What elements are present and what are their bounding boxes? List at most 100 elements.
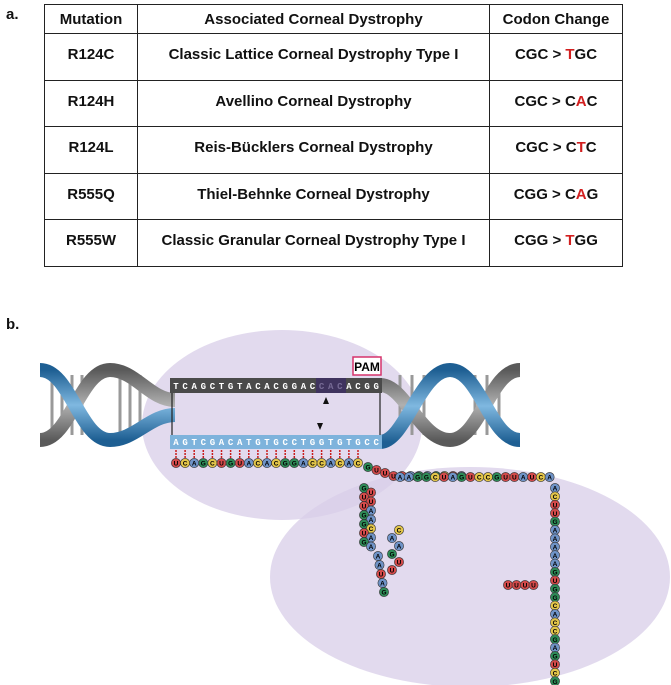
rna-nucleotide: C <box>550 625 560 636</box>
top-strand-base: C <box>310 382 316 392</box>
rna-nucleotide: C <box>550 667 560 678</box>
rna-nucleotide: U <box>366 496 376 507</box>
dystrophy-cell: Reis-Bücklers Corneal Dystrophy <box>137 126 490 174</box>
rna-nucleotide: A <box>366 541 376 552</box>
bottom-strand-base: G <box>319 438 324 448</box>
svg-text:G: G <box>424 475 429 482</box>
bottom-strand-base: T <box>246 438 252 448</box>
rna-nucleotide: G <box>225 458 236 468</box>
svg-text:U: U <box>523 583 528 590</box>
bottom-strand-base: G <box>273 438 278 448</box>
svg-text:C: C <box>356 461 361 468</box>
mutated-base: T <box>576 139 586 157</box>
codon-to: CAG <box>565 186 598 203</box>
svg-text:A: A <box>347 461 352 468</box>
rna-nucleotide: C <box>430 472 441 482</box>
rna-nucleotide: U <box>550 575 560 586</box>
crispr-diagram: TCAGCTGTACACGGACCACACGG PAM AGTCGACATGTG… <box>38 330 670 685</box>
rna-nucleotide: C <box>550 491 560 502</box>
dystrophy-cell: Classic Lattice Corneal Dystrophy Type I <box>137 33 490 81</box>
bottom-strand-bar <box>170 435 382 449</box>
svg-text:U: U <box>553 502 558 509</box>
bottom-strand-base: T <box>301 438 307 448</box>
svg-text:A: A <box>553 536 558 543</box>
svg-text:U: U <box>174 461 179 468</box>
svg-text:A: A <box>553 486 558 493</box>
svg-text:G: G <box>494 475 499 482</box>
codon-to: TGC <box>565 46 597 63</box>
rna-nucleotide: U <box>509 472 520 482</box>
rna-nucleotide: G <box>289 458 300 468</box>
svg-text:C: C <box>369 526 374 533</box>
top-strand-base: C <box>273 382 279 392</box>
svg-text:U: U <box>383 471 388 478</box>
rna-nucleotide: C <box>180 458 190 468</box>
rna-nucleotide: U <box>527 472 537 482</box>
rna-nucleotide: U <box>503 580 513 590</box>
svg-text:G: G <box>361 486 366 493</box>
rna-nucleotide: G <box>550 676 560 685</box>
rna-nucleotide: C <box>394 525 404 535</box>
svg-text:U: U <box>390 568 395 575</box>
svg-text:G: G <box>552 519 557 526</box>
rna-nucleotide: A <box>550 541 560 552</box>
rna-nucleotide: G <box>550 651 560 661</box>
svg-text:A: A <box>397 544 402 551</box>
codon-base: C <box>586 92 598 110</box>
rna-nucleotide: G <box>550 567 560 577</box>
rna-nucleotide: G <box>379 587 389 597</box>
rna-nucleotide: U <box>380 468 390 478</box>
svg-text:U: U <box>553 511 558 518</box>
svg-text:U: U <box>514 583 519 590</box>
svg-text:A: A <box>380 581 385 588</box>
rna-nucleotide: C <box>207 458 218 468</box>
rna-nucleotide: C <box>307 458 318 468</box>
svg-text:C: C <box>553 620 558 627</box>
rna-nucleotide: A <box>387 533 397 543</box>
top-strand-base: A <box>191 382 197 392</box>
mutated-base: A <box>575 185 587 203</box>
rna-nucleotide: U <box>511 580 522 590</box>
rna-nucleotide: A <box>550 483 560 493</box>
rna-nucleotide: U <box>234 458 245 468</box>
rna-nucleotide: C <box>271 458 281 468</box>
svg-text:C: C <box>274 461 279 468</box>
svg-text:A: A <box>369 535 374 542</box>
codon-from: CGC > <box>514 92 565 110</box>
svg-text:G: G <box>459 475 464 482</box>
codon-base: C <box>565 139 577 157</box>
right-helix <box>378 362 522 449</box>
svg-text:A: A <box>521 475 526 482</box>
mutation-cell: R555W <box>44 219 138 267</box>
svg-text:G: G <box>552 570 557 577</box>
svg-text:C: C <box>538 475 543 482</box>
svg-text:G: G <box>361 513 366 520</box>
rna-nucleotide: A <box>550 533 560 544</box>
svg-text:C: C <box>183 461 188 468</box>
svg-text:G: G <box>361 522 366 529</box>
rna-nucleotide: U <box>520 580 530 590</box>
svg-text:A: A <box>246 461 251 468</box>
svg-text:A: A <box>450 475 455 482</box>
rna-nucleotide: U <box>465 472 476 482</box>
rna-nucleotide: G <box>550 634 560 645</box>
codon-base: G <box>586 185 599 203</box>
svg-text:U: U <box>530 475 535 482</box>
svg-text:G: G <box>228 461 233 468</box>
top-strand-base: G <box>228 382 233 392</box>
top-strand-base: T <box>219 382 225 392</box>
rna-nucleotide: U <box>359 501 369 511</box>
svg-text:A: A <box>553 645 558 652</box>
rna-nucleotide: G <box>280 458 291 468</box>
top-strand-base: G <box>282 382 287 392</box>
svg-text:A: A <box>301 461 306 468</box>
bottom-strand-base: G <box>337 438 342 448</box>
rna-nucleotide: A <box>262 458 272 468</box>
svg-text:U: U <box>379 572 384 579</box>
svg-text:G: G <box>361 540 366 547</box>
codon-base: C <box>564 92 576 110</box>
rna-nucleotide: U <box>550 499 560 510</box>
svg-text:C: C <box>319 461 324 468</box>
